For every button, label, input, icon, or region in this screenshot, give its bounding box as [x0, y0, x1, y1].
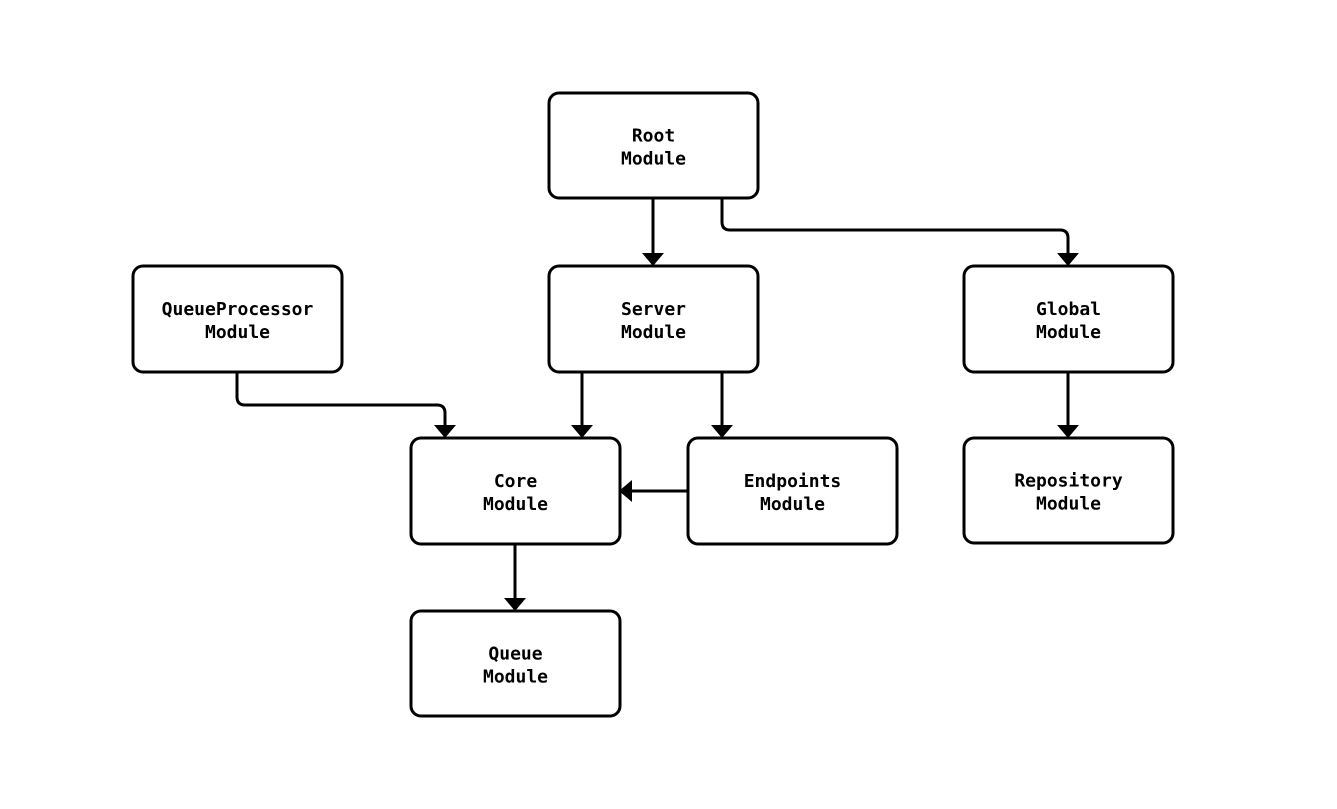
node-box: [131, 264, 344, 374]
arrowhead-icon: [571, 425, 593, 438]
edge-server-to-endpoints: [711, 372, 733, 438]
node-box: [547, 91, 760, 200]
node-box: [409, 436, 622, 546]
arrowhead-icon: [711, 425, 733, 438]
arrowhead-icon: [1057, 253, 1079, 266]
arrowhead-icon: [619, 480, 632, 502]
edge-core-to-queue: [504, 544, 526, 611]
node-box: [962, 264, 1175, 374]
arrowhead-icon: [504, 598, 526, 611]
node-box: [547, 264, 760, 374]
arrowhead-icon: [434, 425, 456, 438]
arrowhead-icon: [1057, 425, 1079, 438]
edge-global-to-repository: [1057, 372, 1079, 438]
node-box: [409, 609, 622, 718]
edge-root-to-global: [720, 198, 1079, 266]
arrowhead-icon: [642, 253, 664, 266]
node-box: [686, 436, 899, 546]
edge-line: [720, 198, 1070, 266]
edge-queueprocessor-to-core: [235, 372, 456, 438]
edge-server-to-core: [571, 372, 593, 438]
edge-line: [235, 372, 447, 438]
node-box: [962, 436, 1175, 545]
edge-endpoints-to-core: [619, 480, 688, 502]
edge-root-to-server: [642, 198, 664, 266]
